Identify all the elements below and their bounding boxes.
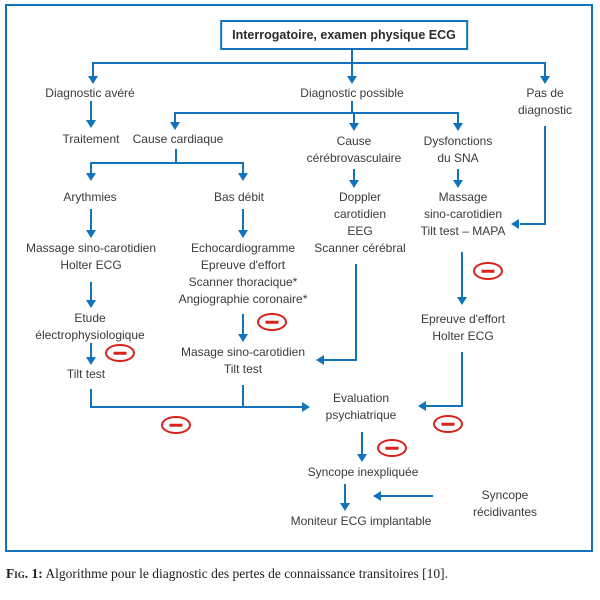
connector-arythmies-stem xyxy=(90,209,92,230)
node-evaluation-psychiatrique: Evaluation psychiatrique xyxy=(325,391,397,422)
arrow-down-icon xyxy=(170,122,180,130)
connector-cerebro-stem xyxy=(353,169,355,180)
node-massage-tilt-mapa: Massage sino-carotidien Tilt test – MAPA xyxy=(420,190,506,238)
arrow-down-icon xyxy=(457,297,467,305)
figure-caption: Fig. 1: Algorithme pour le diagnostic de… xyxy=(6,566,594,582)
title-box: Interrogatoire, examen physique ECG xyxy=(220,20,468,50)
node-examens-bas-debit: Echocardiogramme Epreuve d'effort Scanne… xyxy=(178,241,308,306)
node-cause-cardiaque: Cause cardiaque xyxy=(132,132,224,146)
connector-to-masage-tilt xyxy=(242,314,244,334)
negative-result-icon xyxy=(377,439,407,457)
node-masage-tilt: Masage sino-carotidien Tilt test xyxy=(180,345,306,376)
connector-doppler-stem xyxy=(355,264,357,361)
connector-to-epreuve xyxy=(461,252,463,297)
arrow-down-icon xyxy=(453,123,463,131)
arrow-down-icon xyxy=(453,180,463,188)
connector-to-pas-de-diagnostic xyxy=(544,63,546,76)
node-syncope-recidivantes: Syncope récidivantes xyxy=(472,488,538,519)
connector-tiltgauche-down xyxy=(90,389,92,408)
node-epreuve-holter: Epreuve d'effort Holter ECG xyxy=(420,312,506,343)
connector-epreuve-down xyxy=(461,352,463,407)
connector-masagetilt-down xyxy=(242,385,244,408)
connector-cardiaque-branch xyxy=(90,162,244,164)
connector-to-syncope xyxy=(361,432,363,454)
negative-result-icon xyxy=(161,416,191,434)
connector-to-dysfonctions xyxy=(457,114,459,123)
arrow-down-icon xyxy=(86,230,96,238)
arrow-left-icon xyxy=(511,219,519,229)
connector-to-bas-debit xyxy=(242,164,244,173)
connector-to-tilt-gauche xyxy=(90,343,92,357)
node-bas-debit: Bas débit xyxy=(213,190,265,204)
connector-to-etude xyxy=(90,282,92,300)
connector-top-branch xyxy=(92,62,546,64)
arrow-left-icon xyxy=(316,355,324,365)
node-pas-de-diagnostic: Pas de diagnostic xyxy=(517,86,573,117)
arrow-down-icon xyxy=(357,454,367,462)
node-etude-electrophysiologique: Etude électrophysiologique xyxy=(35,311,145,342)
node-diagnostic-avere: Diagnostic avéré xyxy=(45,86,135,100)
connector-to-cause-cardiaque xyxy=(174,114,176,122)
node-diagnostic-possible: Diagnostic possible xyxy=(300,86,404,100)
node-arythmies: Arythmies xyxy=(63,190,117,204)
connector-pasde-elbow xyxy=(520,223,546,225)
negative-result-icon xyxy=(433,415,463,433)
negative-result-icon xyxy=(473,262,503,280)
arrow-down-icon xyxy=(347,76,357,84)
connector-doppler-elbow xyxy=(324,359,357,361)
connector-possible-stem xyxy=(351,101,353,114)
arrow-right-icon xyxy=(302,402,310,412)
node-examens-cerebrovasculaires: Doppler carotidien EEG Scanner cérébral xyxy=(314,190,406,255)
arrow-down-icon xyxy=(238,334,248,342)
arrow-down-icon xyxy=(86,173,96,181)
figure-caption-label: Fig. 1: xyxy=(6,566,43,581)
arrow-down-icon xyxy=(238,173,248,181)
figure-caption-text: Algorithme pour le diagnostic des pertes… xyxy=(42,566,449,581)
connector-to-moniteur xyxy=(344,484,346,503)
connector-join-evaluation xyxy=(90,406,302,408)
arrow-down-icon xyxy=(349,123,359,131)
arrow-down-icon xyxy=(86,120,96,128)
arrow-down-icon xyxy=(340,503,350,511)
node-cause-cerebrovasculaire: Cause cérébrovasculaire xyxy=(306,134,402,165)
connector-to-possible xyxy=(351,63,353,76)
arrow-down-icon xyxy=(540,76,550,84)
connector-to-cerebrovasculaire xyxy=(353,114,355,123)
node-moniteur-ecg: Moniteur ECG implantable xyxy=(290,514,432,528)
arrow-down-icon xyxy=(86,300,96,308)
connector-to-arythmies xyxy=(90,164,92,173)
connector-cardiaque-stem xyxy=(175,149,177,164)
connector-recidivantes xyxy=(381,495,433,497)
arrow-left-icon xyxy=(418,401,426,411)
connector-epreuve-elbow xyxy=(426,405,463,407)
negative-result-icon xyxy=(257,313,287,331)
node-dysfonctions-sna: Dysfonctions du SNA xyxy=(423,134,493,165)
arrow-left-icon xyxy=(373,491,381,501)
arrow-down-icon xyxy=(88,76,98,84)
connector-dysfonctions-stem xyxy=(457,169,459,180)
connector-title-stem xyxy=(351,50,353,63)
negative-result-icon xyxy=(105,344,135,362)
connector-possible-branch xyxy=(174,112,459,114)
node-massage-sino-holter: Massage sino-carotidien Holter ECG xyxy=(25,241,157,272)
node-tilt-test-gauche: Tilt test xyxy=(66,367,106,381)
connector-pasde-stem xyxy=(544,126,546,224)
connector-to-avere xyxy=(92,63,94,76)
arrow-down-icon xyxy=(349,180,359,188)
node-traitement: Traitement xyxy=(62,132,120,146)
arrow-down-icon xyxy=(86,357,96,365)
arrow-down-icon xyxy=(238,230,248,238)
node-syncope-inexpliquee: Syncope inexpliquée xyxy=(307,465,419,479)
connector-basdebit-stem xyxy=(242,209,244,230)
connector-avere-traitement xyxy=(90,101,92,120)
